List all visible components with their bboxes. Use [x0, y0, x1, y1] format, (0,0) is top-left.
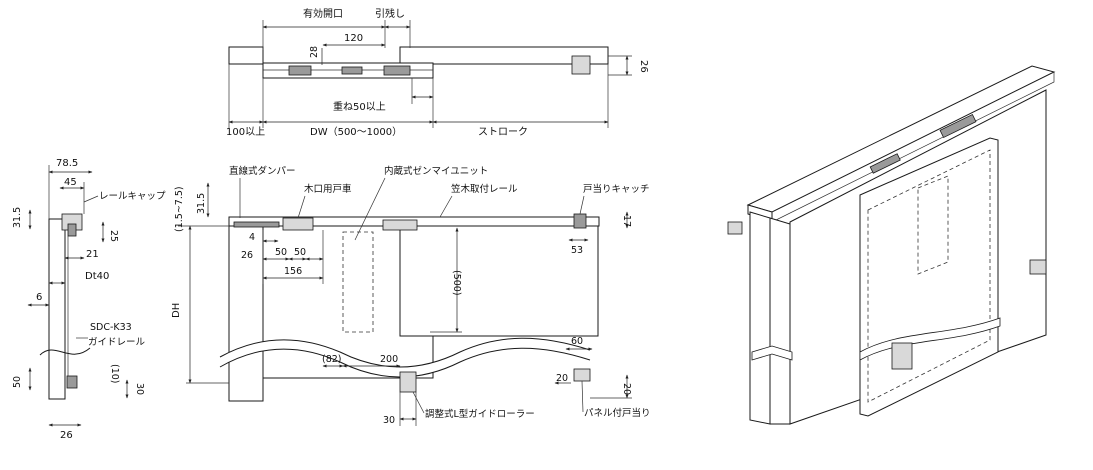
side-view: 78.5 45 レールキャップ 31.5 25 21 Dt40 6 SDC-K3… — [12, 158, 166, 441]
label-pull-margin: 引残し — [375, 7, 405, 20]
label-stroke: ストローク — [478, 126, 528, 138]
wood-roller-right — [382, 219, 418, 231]
dim-26-front: 26 — [241, 250, 253, 261]
dim-17: 17 — [621, 215, 632, 227]
dim-200: 200 — [380, 354, 398, 365]
label-model: SDC-K33 — [90, 322, 132, 333]
label-panel-stop: パネル付戸当り — [584, 407, 651, 419]
roller-mid — [341, 66, 363, 75]
label-l-guide-roller: 調整式L型ガイドローラー — [425, 408, 535, 420]
persp-panel-stop — [1029, 259, 1047, 275]
label-guide-rail: ガイドレール — [88, 337, 146, 348]
perspective-illustration — [727, 65, 1056, 425]
dim-1-5-7-5: (1.5~7.5) — [174, 186, 185, 232]
dim-25: 25 — [108, 230, 119, 242]
label-effective-opening: 有効開口 — [303, 7, 343, 20]
label-built-in-spring: 内蔵式ゼンマイユニット — [384, 165, 488, 177]
catch-block — [571, 55, 591, 75]
linear-damper — [233, 221, 280, 228]
left-wall-block — [228, 46, 264, 65]
dim-4: 4 — [249, 232, 255, 243]
dim-30-side: 30 — [134, 383, 145, 395]
dim-dh: DH — [171, 303, 182, 318]
dim-50b: 50 — [294, 247, 306, 258]
label-kasagi-rail: 笠木取付レール — [451, 183, 518, 195]
dim-20a: 20 — [556, 373, 568, 384]
dim-120: 120 — [344, 33, 363, 44]
spring-unit — [342, 231, 374, 333]
label-door-catch: 戸当りキャッチ — [583, 183, 650, 195]
fixed-panel-top — [399, 46, 609, 65]
dim-26-top: 26 — [638, 60, 649, 73]
dim-82: (82) — [322, 354, 342, 365]
wood-roller-left — [282, 217, 314, 231]
dim-500: (500) — [451, 270, 462, 296]
dim-78-5: 78.5 — [56, 158, 78, 169]
dim-26-side: 26 — [60, 430, 73, 441]
dim-45: 45 — [64, 177, 77, 188]
persp-wall-left — [749, 211, 771, 425]
dim-dw: DW（500～1000） — [310, 126, 402, 138]
dim-10-side: (10) — [109, 364, 120, 384]
panel-stop — [573, 368, 591, 382]
dim-30-front: 30 — [383, 415, 395, 426]
front-view: 直線式ダンパー 内蔵式ゼンマイユニット 木口用戸車 笠木取付レール 戸当りキャッ… — [171, 165, 651, 426]
roller-left — [288, 65, 312, 76]
l-guide-roller — [399, 371, 417, 393]
label-wood-roller: 木口用戸車 — [304, 183, 352, 195]
persp-wall-side — [769, 217, 791, 425]
top-view: 有効開口 引残し 120 28 26 重ね50以上 100以上 DW（500～1… — [226, 7, 649, 138]
label-overlap: 重ね50以上 — [333, 100, 386, 113]
dim-6: 6 — [36, 292, 42, 303]
guide-rail-block — [66, 375, 78, 389]
dim-21: 21 — [86, 249, 99, 260]
dim-60: 60 — [571, 336, 583, 347]
dim-50-side: 50 — [12, 376, 23, 388]
roller-right — [383, 65, 411, 76]
dim-dt40: Dt40 — [85, 271, 109, 282]
label-linear-damper: 直線式ダンパー — [229, 165, 296, 177]
persp-guide-roller — [891, 342, 913, 370]
dim-31-5-side: 31.5 — [12, 207, 23, 228]
dim-20b: 20 — [621, 383, 632, 395]
dim-100: 100以上 — [226, 126, 265, 138]
dim-53: 53 — [571, 245, 583, 256]
frame-left — [228, 225, 264, 402]
door-leaf-section — [48, 218, 66, 400]
persp-roller — [939, 113, 977, 139]
fixed-panel-front — [399, 225, 599, 337]
persp-end-cap — [727, 221, 743, 235]
dim-31-5-front: 31.5 — [196, 193, 207, 214]
door-catch — [573, 213, 587, 229]
persp-spring-unit — [917, 175, 949, 275]
dim-50a: 50 — [275, 247, 287, 258]
dim-28: 28 — [309, 46, 320, 58]
dim-156: 156 — [284, 266, 302, 277]
label-rail-cap: レールキャップ — [99, 191, 166, 202]
